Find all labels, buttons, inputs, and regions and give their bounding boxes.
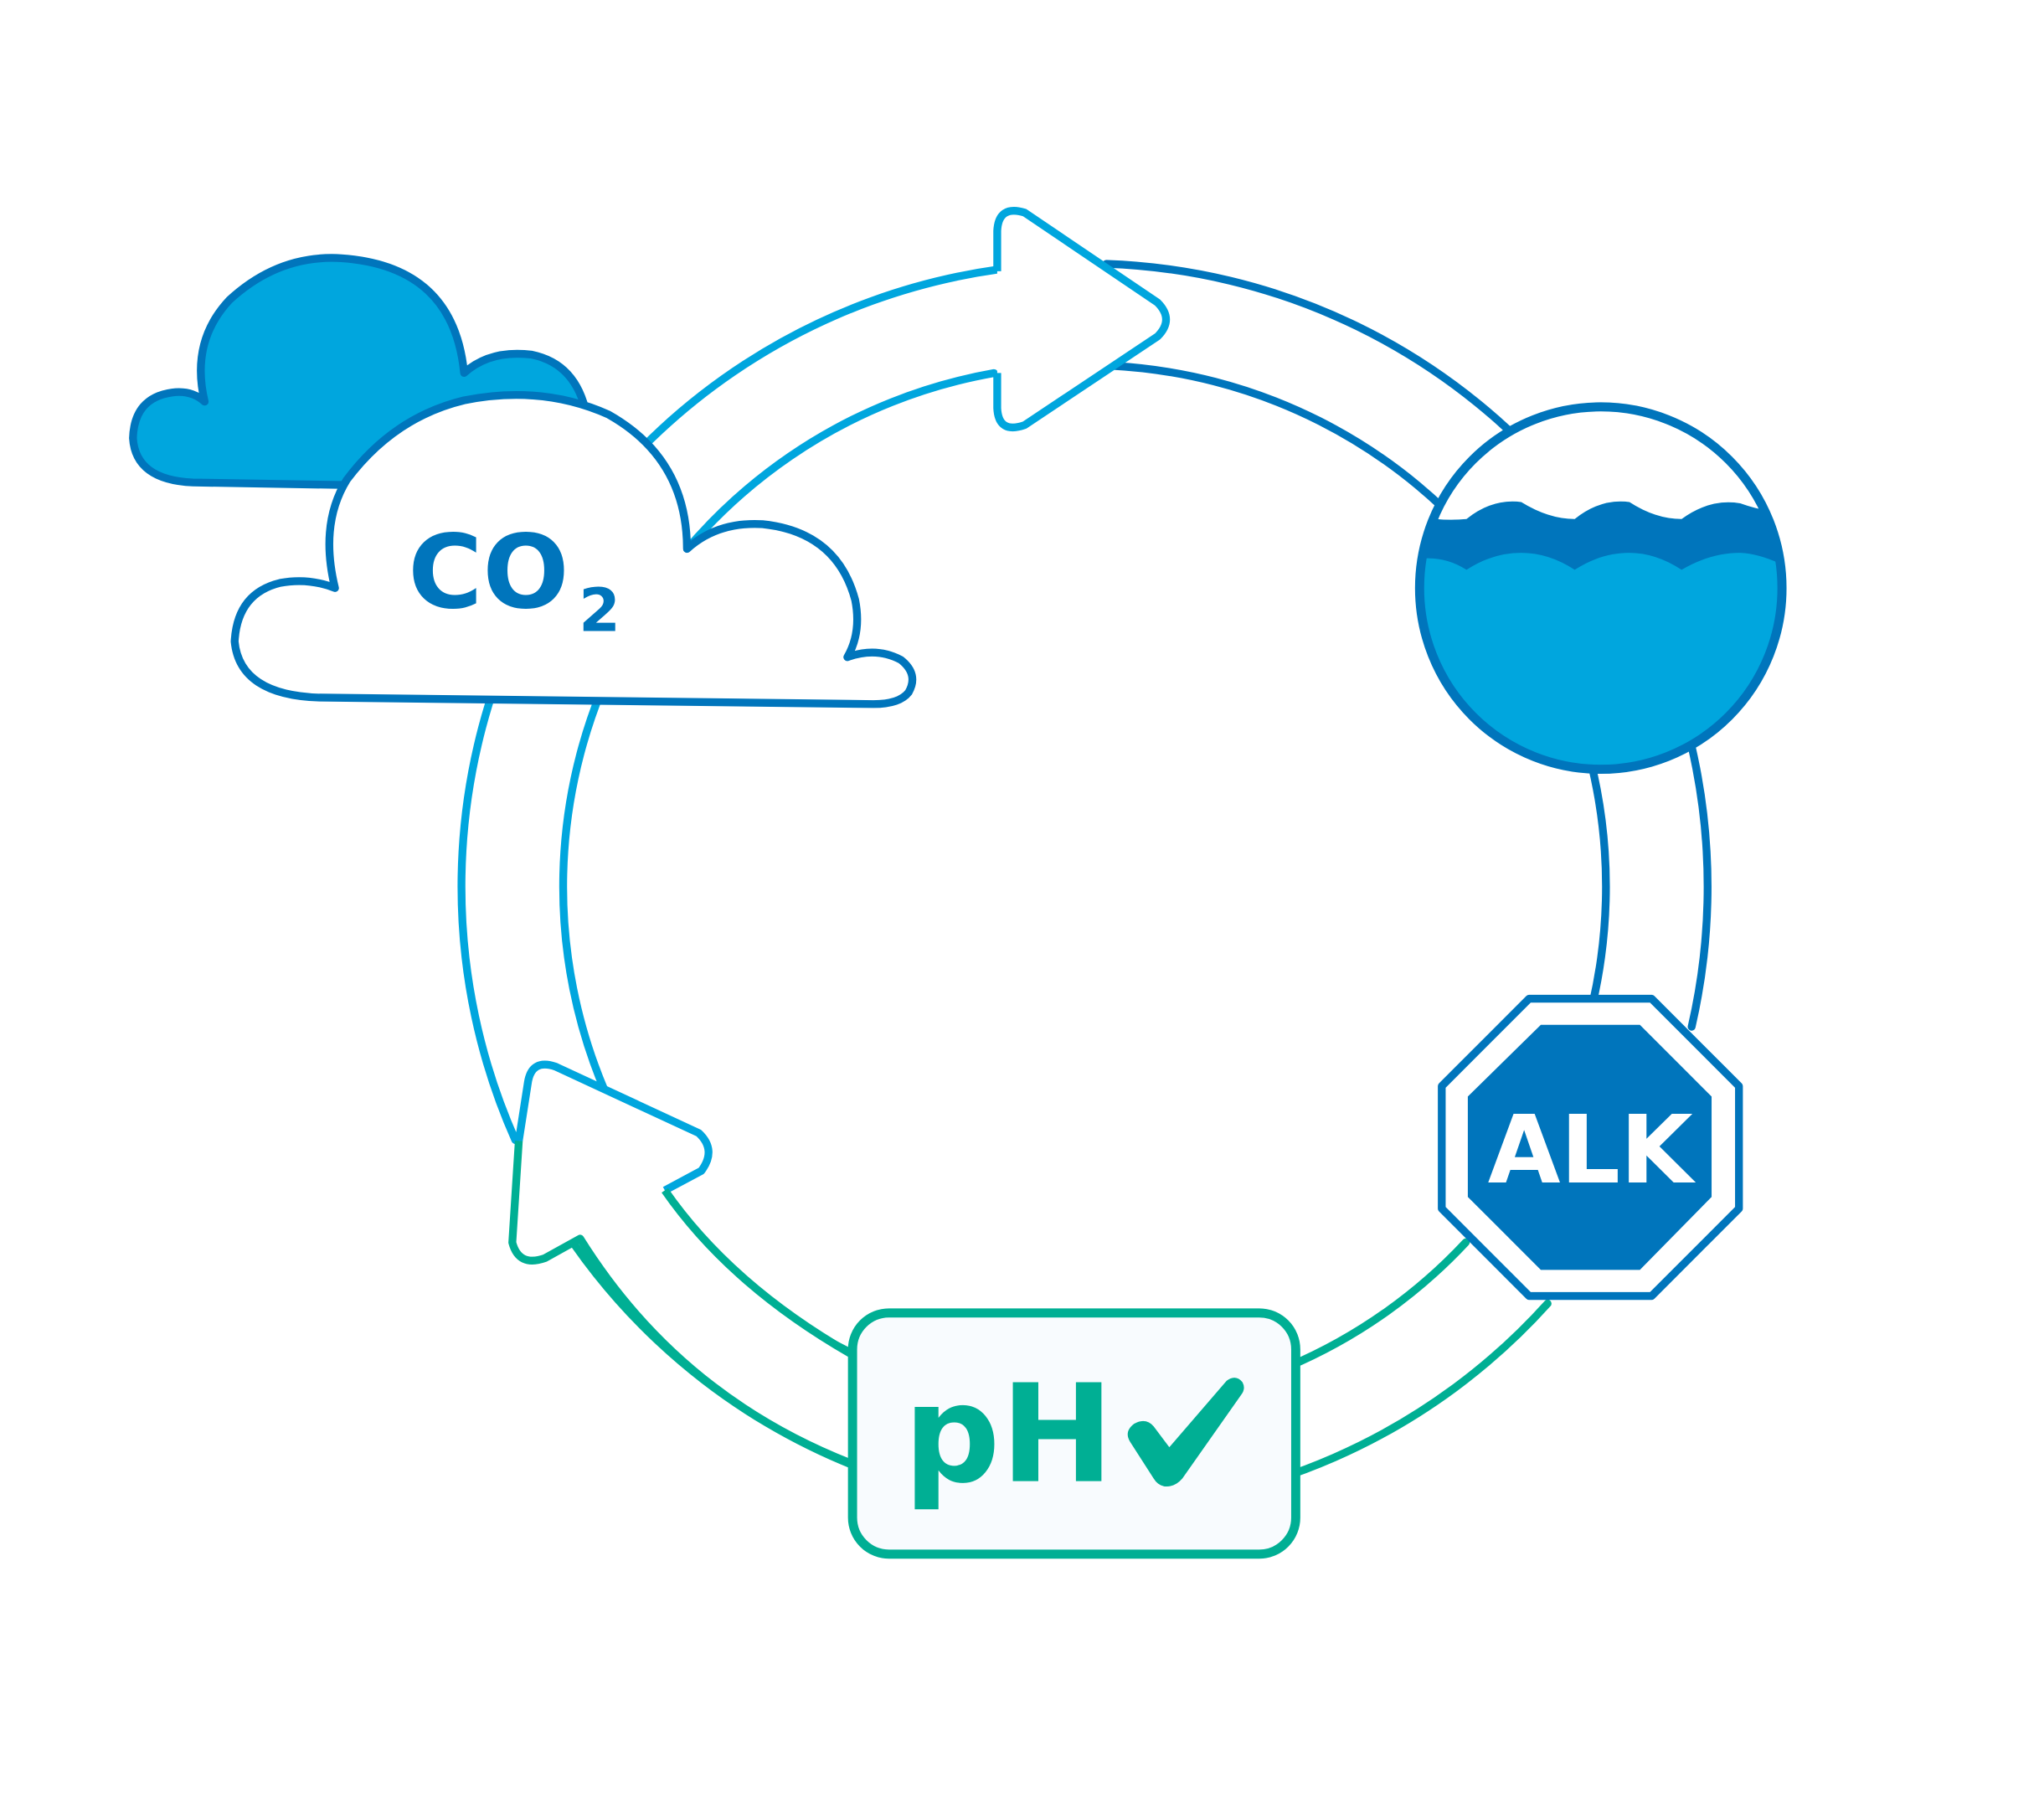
alkalinity-badge: ALK: [1438, 994, 1743, 1301]
co2-cloud: CO 2: [230, 390, 917, 708]
ph-balance-box: pH: [847, 1308, 1300, 1559]
alk-label: ALK: [1488, 1096, 1696, 1205]
co2-subscript: 2: [579, 576, 620, 646]
ocean-water-icon: [1414, 402, 1787, 775]
arrowhead-top-icon: [993, 207, 1171, 432]
ph-label: pH: [904, 1357, 1114, 1514]
cloud-front-icon: [230, 390, 917, 708]
arrowhead-bottom-left-icon: [508, 1060, 852, 1467]
co2-label: CO: [408, 513, 569, 632]
checkmark-icon: [1127, 1378, 1244, 1487]
